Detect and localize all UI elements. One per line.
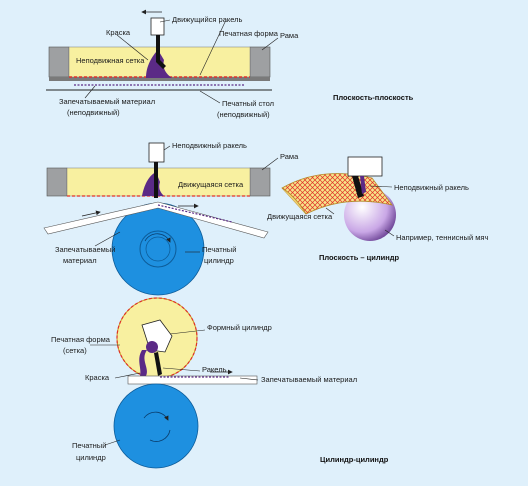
label-print-table: Печатный стол [222,99,274,108]
label-ink: Краска [85,373,110,382]
label-cylinder-l1: Печатный [72,441,106,450]
mesh-edge [281,187,307,215]
cylinder-ring [139,230,177,268]
label-printing-form: Печатная форма [219,29,279,38]
diagram-flat-flat: Движущийся ракель Краска Печатная форма … [46,9,414,119]
ink-reservoir [146,341,158,353]
label-moving-squeegee: Движущийся ракель [172,15,243,24]
print-cylinder [113,383,199,469]
rotation-arrow [143,411,169,421]
label-substrate-note: (неподвижный) [67,108,120,117]
ink-blob [142,172,164,196]
label-ball-fixed-squeegee: Неподвижный ракель [394,183,469,192]
frame-left [48,46,70,78]
label-ball-moving-mesh: Движущаяся сетка [267,212,333,221]
title-flat-flat: Плоскость-плоскость [333,93,414,102]
diagram-flat-cylinder: Неподвижный ракель Рама Движущаяся сетка… [43,141,488,296]
label-substrate: Запечатываемый материал [261,375,357,384]
title-cylinder-cylinder: Цилиндр-цилиндр [320,455,389,464]
label-printing-form-l1: Печатная форма [51,335,111,344]
diagram-cylinder-cylinder: Формный цилиндр Печатная форма (сетка) Р… [51,297,389,469]
label-squeegee: Ракель [202,365,227,374]
ball-ink [360,176,366,194]
label-cylinder-l2: цилиндр [76,453,106,462]
squeegee-blade [154,162,158,198]
squeegee-blade [156,35,166,69]
squeegee-blade [154,352,162,376]
frame-right [249,167,271,197]
frame-rail [49,77,270,81]
rotation-arrow [144,233,171,243]
label-printing-form-l2: (сетка) [63,346,87,355]
label-substrate-l1: Запечатываемый [55,245,115,254]
label-moving-mesh: Движущаяся сетка [178,180,244,189]
label-substrate-l2: материал [63,256,97,265]
label-cylinder-l2: цилиндр [204,256,234,265]
ink-flow [139,350,147,376]
label-frame: Рама [280,31,299,40]
frame-right [249,46,271,78]
ball-squeegee-holder [347,156,383,177]
cylinder-ring-inner [145,236,171,262]
ball-squeegee-blade [352,176,364,198]
label-fixed-squeegee: Неподвижный ракель [172,141,247,150]
printed-ink [157,204,233,223]
squeegee-holder [148,142,165,163]
frame-left [46,167,68,197]
label-cylinder-l1: Печатный [202,245,236,254]
motion-arrow-substrate [81,210,101,217]
label-substrate: Запечатываемый материал [59,97,155,106]
title-flat-cylinder: Плоскость – цилиндр [319,253,400,262]
label-print-table-note: (неподвижный) [217,110,270,119]
label-frame: Рама [280,152,299,161]
label-ink: Краска [106,28,131,37]
rotation-arc [149,429,171,442]
label-ball-note: Например, теннисный мяч [396,233,488,242]
squeegee-holder [150,17,165,36]
label-form-cylinder: Формный цилиндр [207,323,272,332]
label-fixed-mesh: Неподвижная сетка [76,56,145,65]
